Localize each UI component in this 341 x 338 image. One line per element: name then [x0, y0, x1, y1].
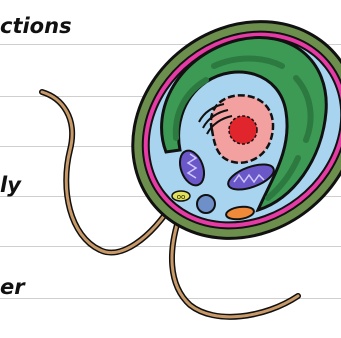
- ribosome-cluster-marks: oo: [177, 193, 186, 201]
- nucleolus: [229, 116, 257, 144]
- vacuole: [197, 195, 215, 213]
